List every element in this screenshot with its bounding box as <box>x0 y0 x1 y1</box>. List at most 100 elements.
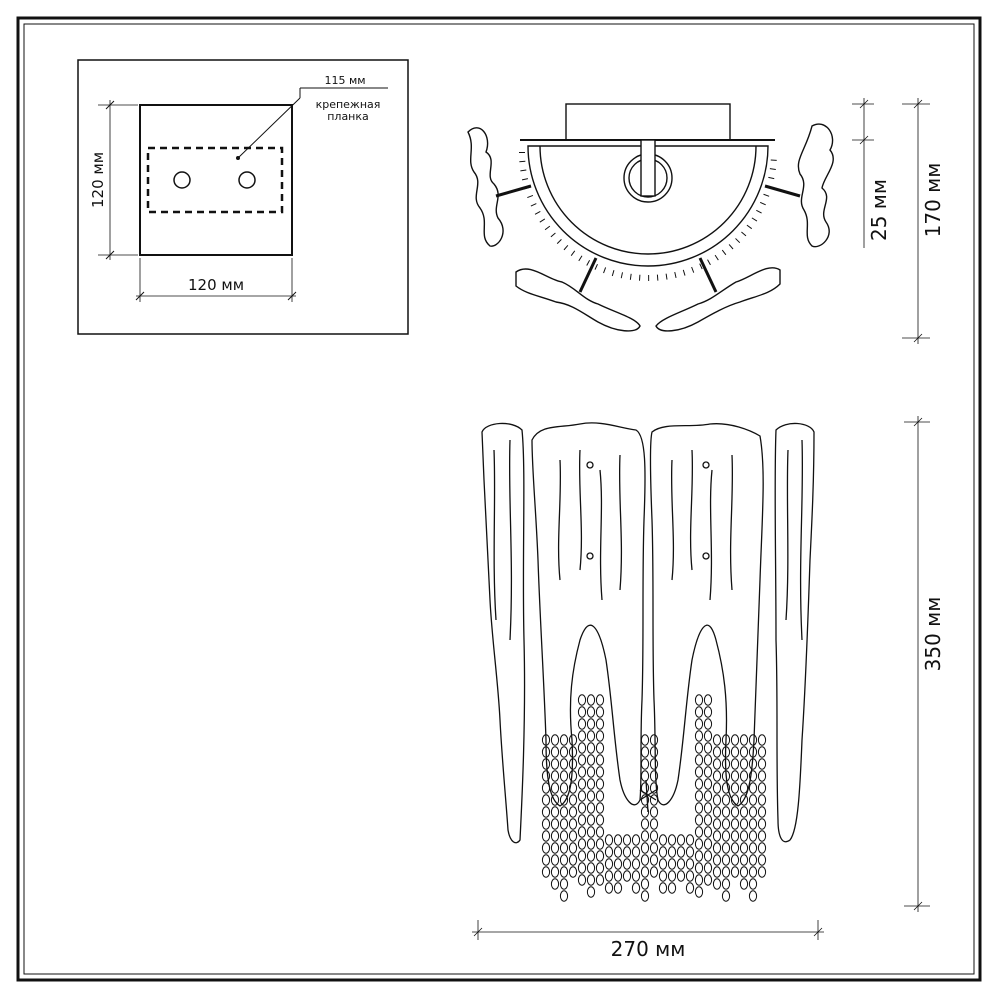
bead <box>568 734 578 746</box>
bead <box>559 746 569 758</box>
bead <box>595 790 605 802</box>
bead <box>586 886 596 898</box>
mount-bracket <box>146 146 284 214</box>
bead <box>640 890 650 902</box>
bead <box>649 854 659 866</box>
bead <box>667 846 677 858</box>
bead <box>730 806 740 818</box>
bead <box>685 834 695 846</box>
bead <box>559 890 569 902</box>
top-view <box>467 103 834 332</box>
bead <box>568 806 578 818</box>
bead <box>550 842 560 854</box>
bead <box>694 742 704 754</box>
bead <box>541 746 551 758</box>
bead <box>577 718 587 730</box>
bead <box>559 758 569 770</box>
bead <box>748 770 758 782</box>
bead <box>595 778 605 790</box>
bead <box>649 734 659 746</box>
bead <box>604 882 614 894</box>
bead <box>658 846 668 858</box>
bead <box>586 874 596 886</box>
bead <box>541 734 551 746</box>
bead <box>559 878 569 890</box>
bead <box>694 814 704 826</box>
bead <box>721 878 731 890</box>
bead <box>568 794 578 806</box>
bead <box>739 818 749 830</box>
front-view-dimensions <box>472 416 930 940</box>
bead <box>640 746 650 758</box>
bead <box>640 878 650 890</box>
bead <box>730 794 740 806</box>
bead <box>676 834 686 846</box>
bead <box>577 850 587 862</box>
bead <box>613 858 623 870</box>
bead <box>730 830 740 842</box>
bead <box>667 870 677 882</box>
bead <box>739 758 749 770</box>
bead <box>640 794 650 806</box>
bead <box>568 770 578 782</box>
bead <box>559 734 569 746</box>
bead <box>550 830 560 842</box>
bead <box>748 794 758 806</box>
bead <box>586 718 596 730</box>
bead <box>577 826 587 838</box>
bead <box>649 806 659 818</box>
bracket-size-label: 115 мм <box>324 74 365 87</box>
bead <box>568 818 578 830</box>
mount-plate-inset <box>77 59 409 335</box>
bead <box>721 782 731 794</box>
bead <box>739 734 749 746</box>
inset-border <box>77 59 409 335</box>
bead <box>703 754 713 766</box>
bead <box>559 830 569 842</box>
bead <box>640 854 650 866</box>
bead <box>568 842 578 854</box>
bead <box>694 886 704 898</box>
bead <box>595 850 605 862</box>
bead <box>577 706 587 718</box>
bead <box>721 842 731 854</box>
bead <box>748 842 758 854</box>
bead <box>586 802 596 814</box>
glass-panel-outer-right <box>774 422 815 843</box>
bead <box>712 854 722 866</box>
bead <box>541 866 551 878</box>
bead <box>757 854 767 866</box>
bead <box>550 818 560 830</box>
bead <box>595 826 605 838</box>
bead <box>712 878 722 890</box>
bead <box>649 770 659 782</box>
bead <box>649 746 659 758</box>
bead <box>577 754 587 766</box>
bead <box>721 890 731 902</box>
bead <box>577 694 587 706</box>
bead <box>595 742 605 754</box>
bead <box>685 846 695 858</box>
plate-height-label: 120 мм <box>89 152 107 208</box>
bead <box>640 782 650 794</box>
glass-panel-outer-left <box>481 422 526 844</box>
bead <box>703 694 713 706</box>
bead <box>649 794 659 806</box>
bead <box>595 874 605 886</box>
bead <box>550 794 560 806</box>
bead <box>550 866 560 878</box>
bead <box>676 870 686 882</box>
bead <box>559 806 569 818</box>
bead <box>757 758 767 770</box>
bead <box>703 730 713 742</box>
bead <box>712 770 722 782</box>
bead <box>658 834 668 846</box>
bead <box>640 830 650 842</box>
bead <box>739 782 749 794</box>
bead <box>658 882 668 894</box>
bead <box>730 758 740 770</box>
bead <box>586 838 596 850</box>
bead <box>586 754 596 766</box>
bead <box>577 766 587 778</box>
bead <box>568 830 578 842</box>
